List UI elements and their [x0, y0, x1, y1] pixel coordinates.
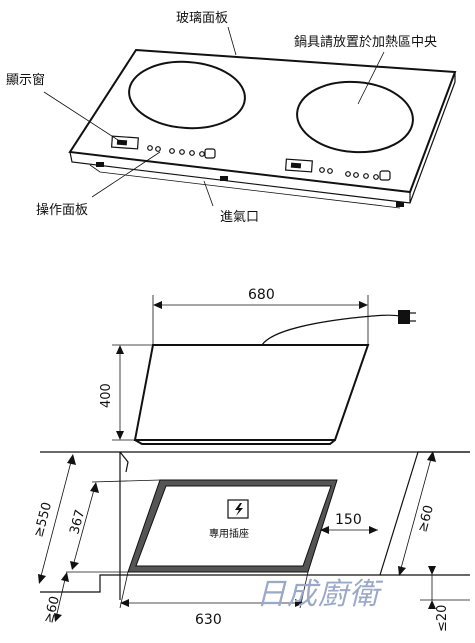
arrow-400-top: [116, 345, 124, 354]
display-digits-right: [290, 162, 302, 169]
power-plug: [398, 310, 410, 324]
cooktop-illustration: 玻璃面板 鍋具請放置於加熱區中央 顯示窗 操作面板 進氣口: [6, 11, 457, 225]
arrow-20-top: [428, 566, 436, 575]
callout-cookware: [357, 51, 385, 105]
arrow-60f-top: [61, 572, 69, 582]
dim-550: ≥550: [31, 501, 55, 539]
control-buttons-right: [319, 167, 391, 181]
arrow-630-right: [295, 599, 304, 607]
arrow-60r-bottom: [398, 566, 406, 576]
watermark-text: 日成廚衛: [256, 577, 384, 612]
foot-left: [96, 162, 104, 167]
arrow-60r-top: [427, 451, 436, 462]
foot-middle: [220, 176, 228, 181]
counter-break-left: [119, 451, 129, 473]
dim-20: ≤20: [435, 605, 450, 632]
arrow-400-bottom: [116, 431, 124, 440]
arrow-150-left: [320, 526, 329, 534]
socket-box: [227, 499, 249, 519]
dim-60-right: ≥60: [415, 504, 437, 534]
ext-367-top: [91, 479, 161, 483]
dim-400: 400: [99, 383, 114, 408]
arrow-367-top: [90, 482, 99, 493]
callout-display: [43, 91, 119, 141]
ext-630-left: [119, 571, 129, 609]
arrow-550-top: [67, 454, 76, 465]
arrow-367-bottom: [70, 561, 79, 570]
control-buttons-left: [147, 145, 216, 159]
socket-label: 專用插座: [209, 527, 249, 540]
arrow-60f-bottom: [54, 613, 62, 622]
arrow-630-left: [120, 599, 129, 607]
cutout-opening: [135, 485, 332, 567]
installation-drawing: 680 400 專用插座 150 ≥550: [31, 287, 470, 632]
label-place-cookware: 鍋具請放置於加熱區中央: [294, 34, 437, 50]
burner-left: [128, 60, 246, 130]
dimline-550: [39, 457, 73, 581]
arrow-680-right: [359, 301, 368, 309]
display-digits-left: [116, 139, 128, 146]
label-display-window: 顯示窗: [6, 72, 45, 88]
dim-680: 680: [248, 287, 275, 303]
glass-top: [68, 48, 457, 194]
display-window-right: [284, 158, 313, 173]
cooktop-slab: [133, 344, 370, 441]
foot-right: [396, 202, 404, 207]
label-glass-panel: 玻璃面板: [176, 11, 228, 26]
display-window-left: [110, 135, 139, 150]
power-cord: [261, 314, 401, 346]
dimline-60-right: [399, 454, 433, 573]
label-control-panel: 操作面板: [36, 202, 88, 218]
arrow-20-bottom: [428, 600, 436, 609]
callout-glass-panel: [227, 26, 237, 56]
dimline-60-front: [55, 574, 67, 619]
dim-367: 367: [67, 508, 88, 536]
arrow-680-left: [153, 301, 162, 309]
dimline-367: [72, 485, 96, 567]
dim-630: 630: [195, 612, 222, 628]
callout-control-panel: [91, 151, 161, 198]
arrow-150-right: [369, 526, 378, 534]
socket-lightning-icon: [235, 503, 243, 516]
arrow-550-bottom: [38, 574, 46, 584]
counter-outline: [40, 451, 419, 593]
callout-air-inlet: [203, 180, 214, 207]
dim-150: 150: [335, 512, 362, 528]
label-air-inlet: 進氣口: [220, 210, 259, 225]
burner-right: [296, 80, 414, 154]
cooktop-underside: [89, 164, 401, 209]
dim-60-front: ≥60: [41, 595, 63, 625]
cooktop-slab-base: [134, 439, 336, 445]
